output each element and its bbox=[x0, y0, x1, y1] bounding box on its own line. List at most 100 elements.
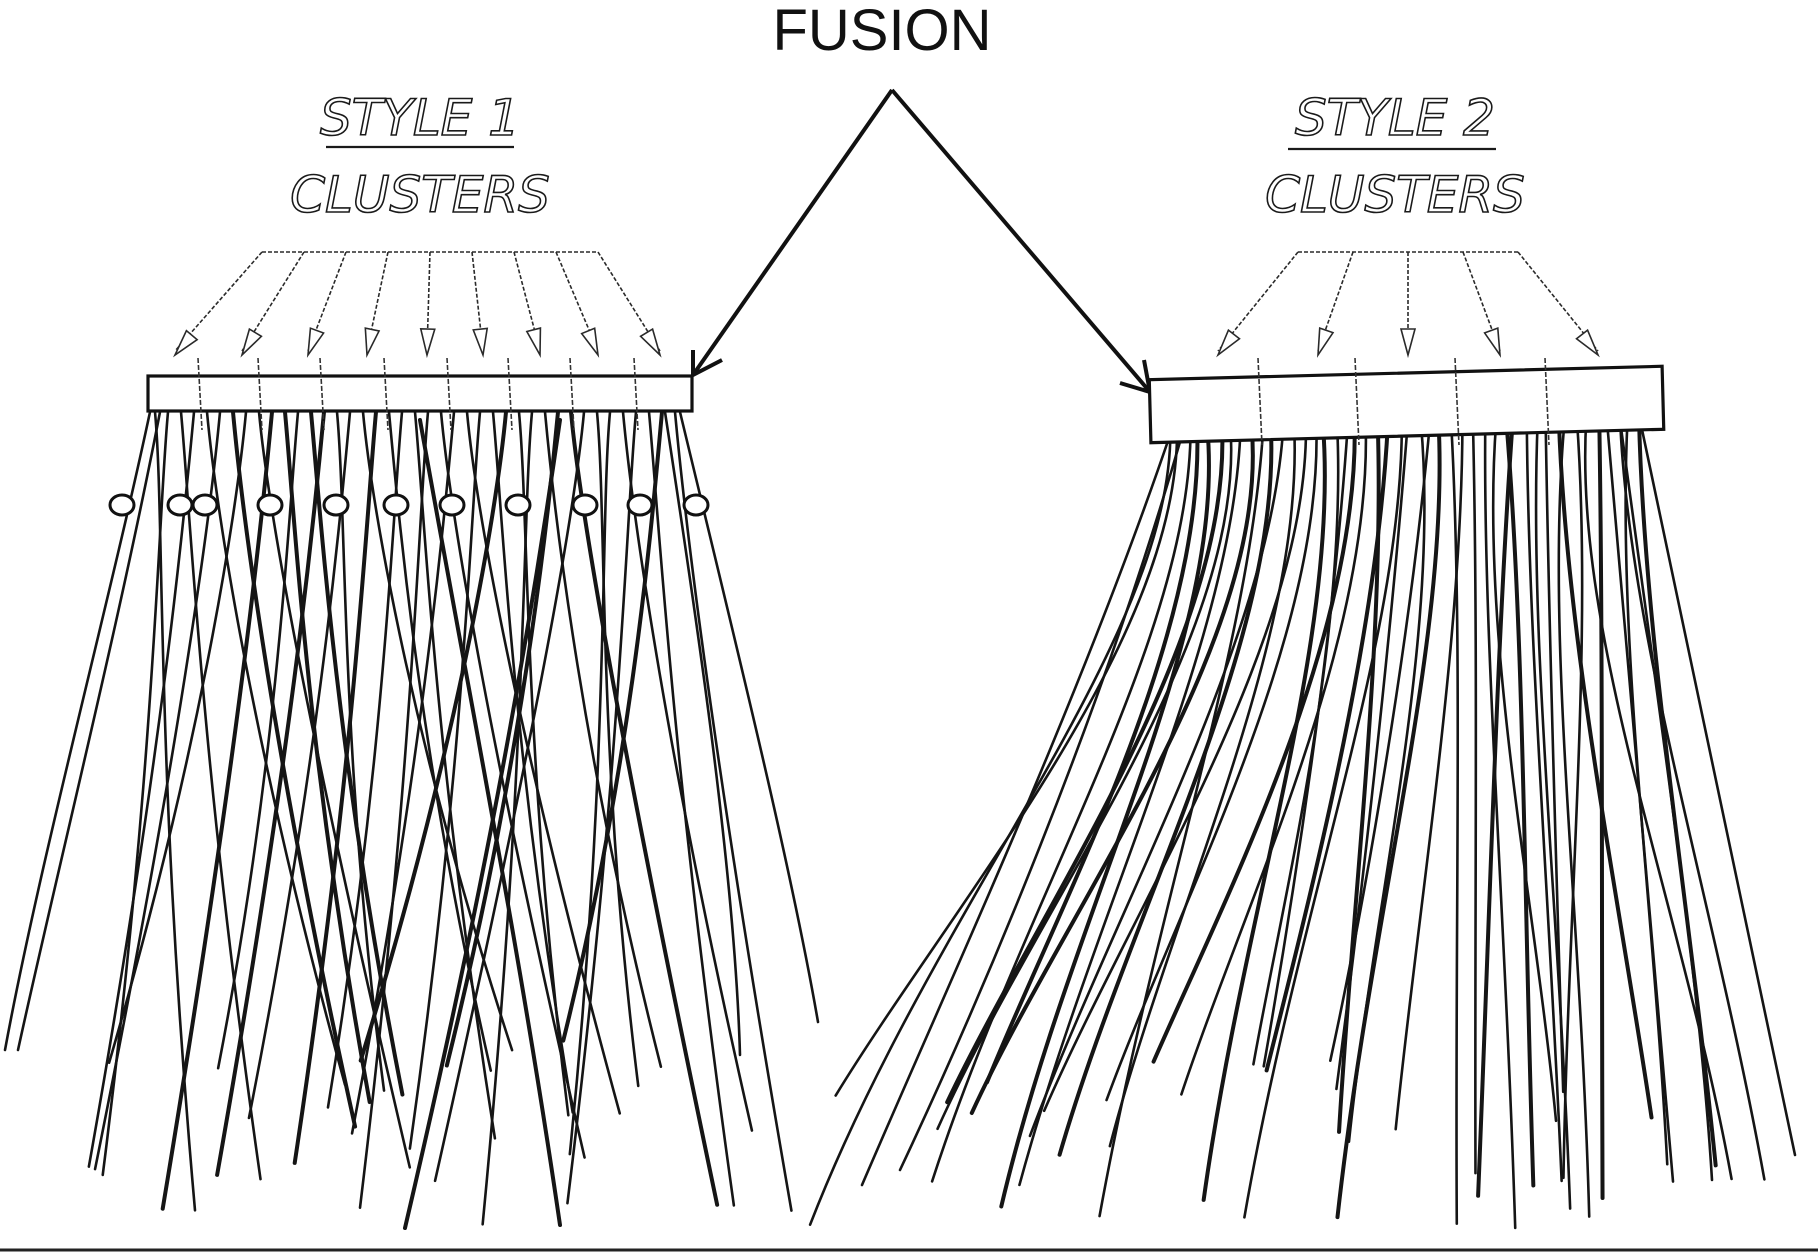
guide-line bbox=[426, 251, 431, 352]
guide-arrowhead bbox=[419, 327, 436, 359]
fiber-strand bbox=[517, 410, 570, 1117]
fiber-strand bbox=[1624, 416, 1669, 1166]
guide-arrowhead bbox=[1483, 327, 1502, 358]
guide-arrowhead bbox=[1216, 328, 1241, 358]
fiber-strand bbox=[1557, 418, 1591, 1218]
fiber-strand bbox=[87, 410, 196, 1168]
fiber-strand bbox=[936, 425, 1233, 1131]
fiber-strand bbox=[1243, 421, 1404, 1219]
fiber-strand bbox=[1491, 419, 1558, 1123]
cluster-knot bbox=[382, 493, 410, 517]
fiber-strand bbox=[326, 410, 404, 1109]
fiber-strand bbox=[335, 410, 386, 1092]
guide-arrowhead bbox=[639, 327, 662, 358]
fiber-strand bbox=[292, 410, 378, 1165]
fiber-strand bbox=[350, 410, 456, 1135]
bar-divider bbox=[569, 357, 575, 431]
fiber-strand bbox=[1562, 418, 1584, 1180]
cluster-knot bbox=[191, 493, 219, 517]
style-2-title: STYLE 2 bbox=[1295, 89, 1495, 147]
guide-arrowhead bbox=[1575, 328, 1600, 358]
bar-divider bbox=[1544, 357, 1550, 446]
fiber-strand bbox=[969, 424, 1255, 1115]
style-1-guide-arrows bbox=[173, 251, 662, 359]
fiber-strand bbox=[568, 410, 612, 1156]
style-1-subtitle: CLUSTERS bbox=[290, 166, 550, 224]
fiber-strand bbox=[1583, 417, 1733, 1181]
fiber-strand bbox=[808, 426, 1172, 1226]
fiber-strand bbox=[93, 410, 222, 1171]
fiber-strand bbox=[1335, 421, 1410, 1091]
style-2-subtitle: CLUSTERS bbox=[1265, 166, 1525, 224]
fiber-strand bbox=[491, 410, 574, 1114]
guide-arrowhead bbox=[580, 327, 600, 358]
fiber-strand bbox=[930, 426, 1192, 1183]
guide-arrowhead bbox=[472, 327, 489, 359]
fiber-strand bbox=[1151, 422, 1357, 1064]
fiber-strand bbox=[247, 410, 352, 1120]
fiber-strand bbox=[1042, 423, 1308, 1113]
fiber-strand bbox=[309, 410, 405, 1097]
fiber-strand bbox=[1264, 421, 1390, 1073]
fiber-strand bbox=[216, 410, 300, 1070]
fiber-strand bbox=[283, 410, 372, 1105]
style-1-bond-bar bbox=[146, 374, 694, 413]
fiber-strand bbox=[1329, 421, 1432, 1063]
style-1-bar-dividers bbox=[197, 357, 639, 431]
cluster-knot bbox=[166, 493, 194, 517]
fiber-strand bbox=[647, 410, 736, 1207]
fiber-strand bbox=[569, 410, 720, 1207]
fiber-strand bbox=[543, 410, 663, 1068]
fiber-strand bbox=[1556, 417, 1654, 1120]
fiber-strand bbox=[1105, 423, 1318, 1102]
fiber-strand bbox=[257, 410, 412, 1169]
fiber-strand bbox=[1394, 420, 1464, 1131]
cluster-knot bbox=[438, 493, 466, 517]
fiber-strand bbox=[999, 425, 1211, 1209]
fiber-strand bbox=[433, 410, 586, 1183]
fiber-strand bbox=[898, 433, 1184, 1172]
fiber-strand bbox=[1201, 422, 1327, 1202]
fiber-strand bbox=[1028, 424, 1285, 1138]
fiber-strand bbox=[1637, 416, 1718, 1168]
style-1-title: STYLE 1 bbox=[320, 89, 520, 147]
fiber-strand bbox=[1476, 418, 1515, 1198]
cluster-knot bbox=[504, 493, 532, 517]
bar-divider bbox=[319, 357, 325, 431]
fiber-strand bbox=[215, 410, 326, 1177]
guide-arrowhead bbox=[173, 329, 199, 358]
fiber-strand bbox=[160, 410, 274, 1211]
cluster-knot bbox=[322, 493, 350, 517]
fiber-strand bbox=[1618, 417, 1766, 1181]
fiber-strand bbox=[3, 410, 152, 1052]
fiber-strand bbox=[834, 426, 1179, 1097]
fiber-strand bbox=[561, 410, 664, 1043]
style-2-bar-dividers bbox=[1257, 357, 1550, 446]
guide-arrowhead bbox=[1399, 328, 1417, 359]
bar-divider bbox=[633, 357, 639, 431]
style-1-fibers bbox=[3, 410, 820, 1230]
fiber-strand bbox=[1544, 418, 1565, 1094]
guide-line bbox=[1517, 251, 1599, 352]
fusion-arrow-right bbox=[890, 88, 1152, 394]
fiber-strand bbox=[1483, 420, 1517, 1230]
fiber-strand bbox=[1534, 418, 1572, 1210]
fiber-strand bbox=[673, 410, 793, 1212]
bar-divider bbox=[507, 357, 513, 431]
fiber-strand bbox=[361, 410, 514, 1052]
fiber-strand bbox=[387, 410, 493, 1072]
bar-divider bbox=[383, 357, 389, 431]
fiber-strand bbox=[1471, 420, 1478, 1175]
bar-divider bbox=[1354, 357, 1360, 446]
cluster-knot bbox=[256, 493, 284, 517]
fiber-strand bbox=[179, 410, 262, 1181]
fiber-strand bbox=[1108, 424, 1297, 1148]
bar-divider bbox=[1257, 357, 1263, 446]
cluster-knot bbox=[571, 493, 599, 517]
guide-arrowhead bbox=[240, 327, 263, 358]
guide-arrowhead bbox=[1317, 327, 1335, 358]
fiber-strand bbox=[566, 410, 638, 1205]
fiber-strand bbox=[1018, 425, 1242, 1187]
bar-divider bbox=[1454, 357, 1460, 446]
